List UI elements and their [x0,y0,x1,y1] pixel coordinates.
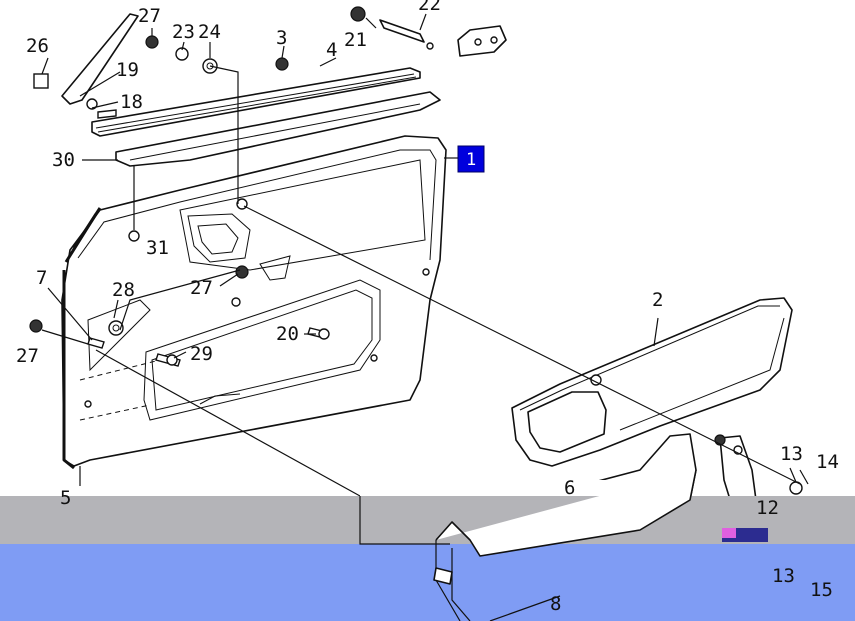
label-5: 5 [60,487,71,509]
upper-capping-rail [115,91,441,167]
armrest-panel [511,297,793,467]
label-15: 15 [810,579,833,601]
hinge-bracket [457,25,507,57]
label-24: 24 [198,21,221,43]
window-seal-strip [91,67,421,137]
overlay-chip-accent [722,528,736,538]
leader-lines [41,13,809,557]
label-2: 2 [652,289,663,311]
label-6: 6 [564,477,575,499]
label-27-mid: 27 [190,277,213,299]
label-13-upper: 13 [780,443,803,465]
label-29: 29 [190,343,213,365]
label-28: 28 [112,279,135,301]
highlighted-part-1[interactable]: 1 [457,145,485,173]
label-19: 19 [116,59,139,81]
label-3: 3 [276,27,287,49]
label-4: 4 [326,39,337,61]
highlight-label[interactable]: 1 [466,150,476,170]
label-22: 22 [418,0,441,15]
label-13-lower: 13 [772,565,795,587]
door-trim-panel [61,135,447,470]
label-12: 12 [756,497,779,519]
blue-overlay-band [0,544,855,621]
label-7: 7 [36,267,47,289]
label-26: 26 [26,35,49,57]
pillar-trim [61,13,139,249]
gray-overlay-band [0,496,855,544]
label-8: 8 [550,593,561,615]
overlay-bands [0,469,855,621]
part-labels: 27 23 24 22 26 3 4 21 19 18 30 31 7 28 2… [16,0,839,615]
label-14: 14 [816,451,839,473]
label-30: 30 [52,149,75,171]
label-27-top: 27 [138,5,161,27]
label-23: 23 [172,21,195,43]
label-21: 21 [344,29,367,51]
label-18: 18 [120,91,143,113]
label-27-left: 27 [16,345,39,367]
gray-band-gap [360,480,680,496]
inner-handle [379,19,434,50]
label-31: 31 [146,237,169,259]
fasteners [29,6,825,573]
label-20: 20 [276,323,299,345]
highlight-box[interactable] [457,145,485,173]
